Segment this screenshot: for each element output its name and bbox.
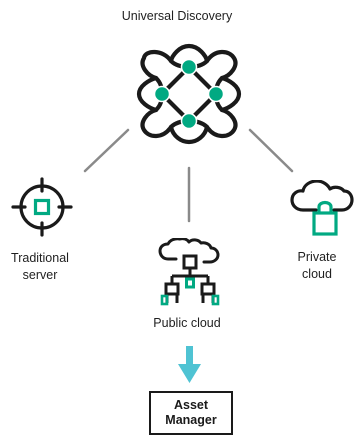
private-cloud-label: Private cloud <box>280 249 354 283</box>
asset-manager-label-line-1: Asset <box>173 398 209 412</box>
asset-manager-box: Asset Manager <box>149 391 233 435</box>
connector-line-traditional <box>83 128 130 173</box>
traditional-server-label-line-1: Traditional <box>11 251 69 265</box>
traditional-server-label-line-2: server <box>22 268 58 282</box>
asset-manager-label-line-2: Manager <box>165 413 217 427</box>
public-cloud-label: Public cloud <box>153 316 221 330</box>
connector-line-private <box>248 128 294 173</box>
public-cloud-network-icon <box>158 238 220 306</box>
private-cloud-label-line-1: Private <box>297 250 337 264</box>
traditional-server-label: Traditional server <box>0 250 80 284</box>
private-cloud-label-line-2: cloud <box>302 267 332 281</box>
down-arrow-icon <box>178 346 201 383</box>
cloud-lock-icon <box>290 180 354 236</box>
crosshair-server-icon <box>11 177 73 237</box>
universal-discovery-icon <box>136 43 242 145</box>
hub-label: Universal Discovery <box>121 9 233 23</box>
